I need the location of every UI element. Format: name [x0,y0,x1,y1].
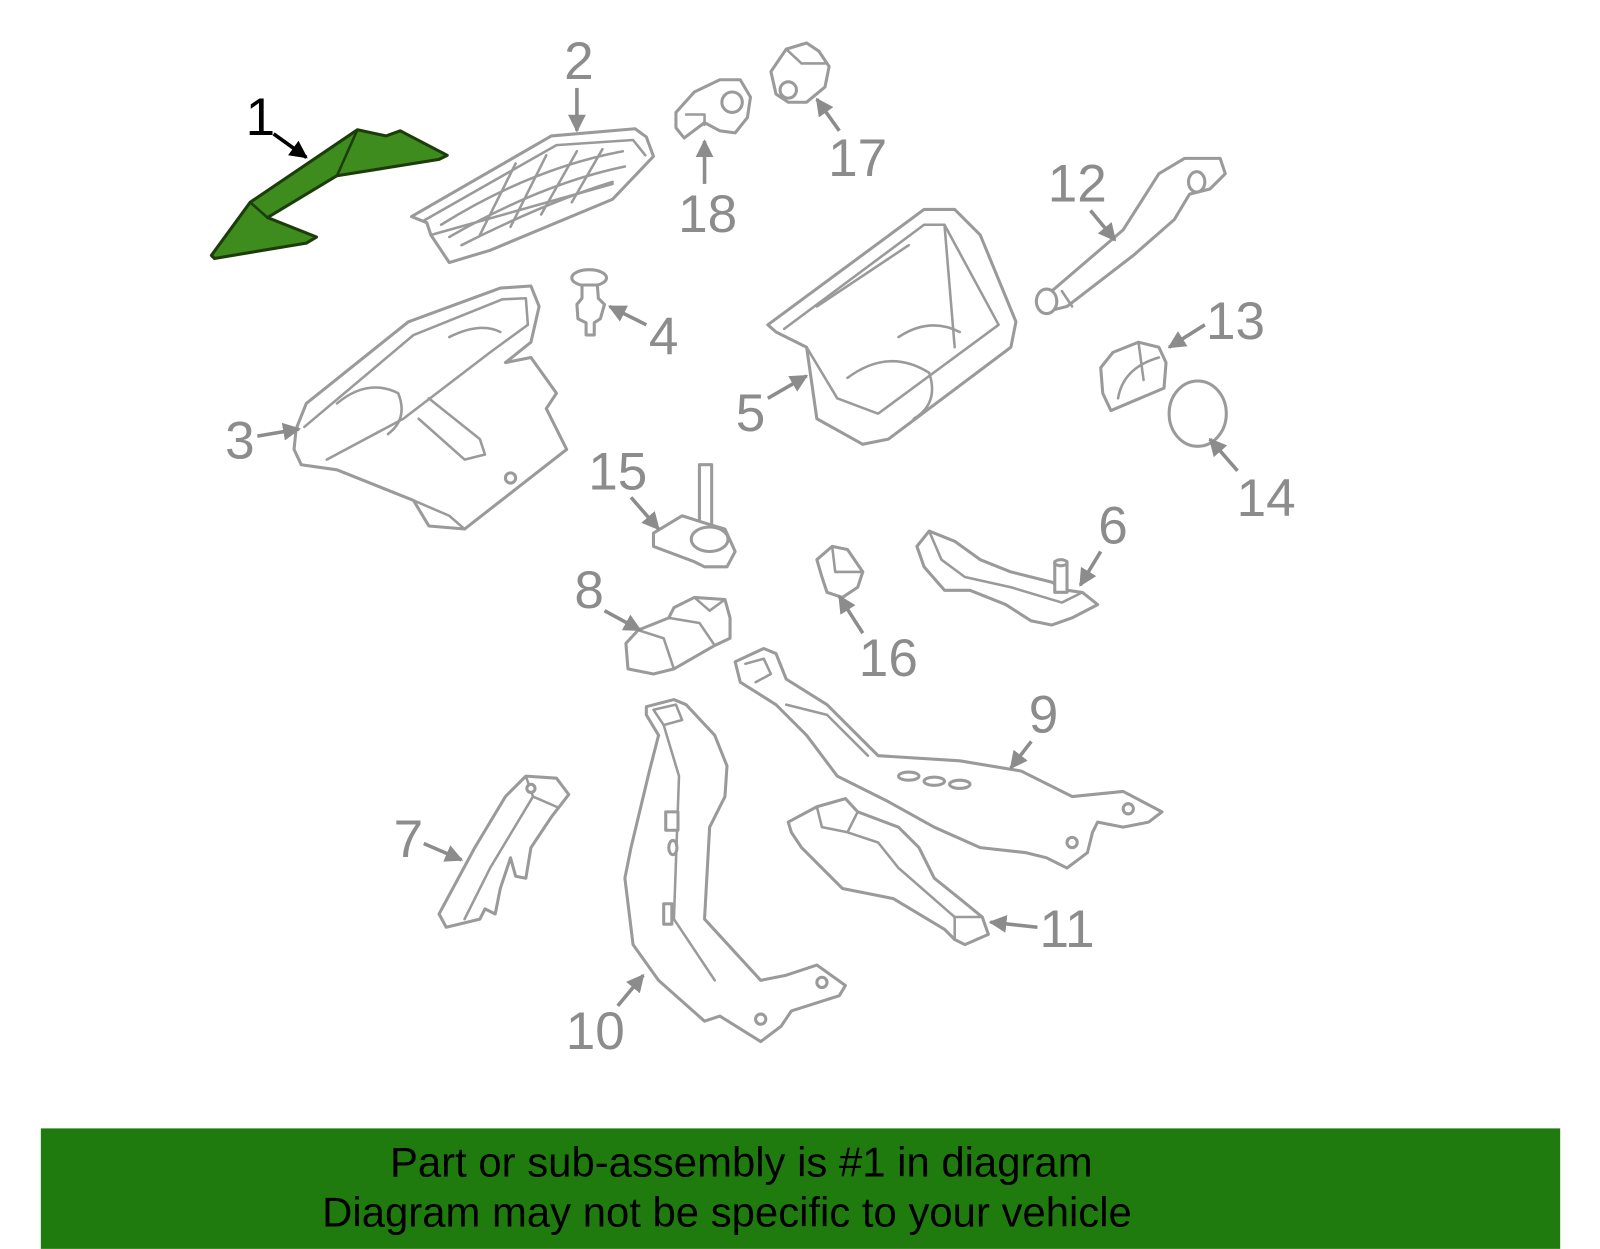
callout-4-label: 4 [649,308,679,367]
part-18-shape [674,78,753,140]
callout-3: 3 [225,412,301,471]
callout-16-arrow [837,594,865,635]
callout-18: 18 [678,139,737,244]
callout-17-arrow [815,97,841,132]
callout-8-label: 8 [574,561,604,620]
callout-1: 1 [246,88,308,159]
part-5-shape [766,207,1018,446]
info-banner-background [40,1128,1561,1249]
callout-4: 4 [607,304,679,367]
part-8-shape [624,595,732,676]
banner-line-1: Part or sub-assembly is #1 in diagram [390,1138,1093,1185]
part-11-shape [786,797,990,947]
part-17-shape [769,41,831,104]
callout-12-label: 12 [1048,154,1107,213]
callout-14-label: 14 [1237,469,1296,528]
part-1-shape [209,128,449,260]
callout-9: 9 [1009,685,1059,770]
part-12-shape [1034,156,1227,316]
callout-8: 8 [574,561,642,632]
callout-12: 12 [1048,154,1117,242]
part-2-shape [409,127,656,265]
callout-2-label: 2 [564,32,594,91]
callout-11-label: 11 [1039,900,1094,959]
callout-1-arrow [272,132,308,159]
callout-6-label: 6 [1098,496,1128,555]
part-16-shape [815,544,865,599]
callout-15-arrow [629,496,660,531]
callout-6-arrow [1078,550,1103,587]
banner-line-2: Diagram may not be specific to your vehi… [322,1188,1132,1235]
part-15-shape [651,463,737,569]
callout-10-label: 10 [566,1002,625,1061]
callout-18-label: 18 [678,185,737,244]
part-6-shape [915,529,1100,627]
callout-3-label: 3 [225,412,255,471]
callout-7-label: 7 [394,810,424,869]
callout-16: 16 [837,594,918,688]
callout-16-label: 16 [859,629,918,688]
callout-3-arrow [257,422,301,441]
part-10-shape [623,698,847,1044]
part-9-shape [733,646,1164,870]
callout-6: 6 [1078,496,1128,587]
callout-15: 15 [588,442,660,531]
callout-4-arrow [607,304,648,327]
callout-13-label: 13 [1206,292,1265,351]
callout-5: 5 [736,374,809,443]
part-13-shape [1099,340,1168,413]
callout-10-arrow [616,973,645,1008]
callout-13-arrow [1167,323,1206,349]
callout-5-label: 5 [736,384,766,443]
part-4-shape [570,268,609,337]
callout-7: 7 [394,810,464,869]
callout-11: 11 [988,900,1095,959]
callout-15-label: 15 [588,442,647,501]
callout-10: 10 [566,973,645,1061]
callout-1-label: 1 [246,88,276,147]
part-14-shape [1167,379,1228,448]
callout-17: 17 [815,97,887,188]
callout-14-arrow [1208,437,1239,473]
callout-9-label: 9 [1029,685,1059,744]
callout-11-arrow [988,914,1038,933]
callout-14: 14 [1208,437,1296,528]
callout-8-arrow [603,609,642,632]
part-3-shape [292,284,569,531]
callout-5-arrow [766,374,809,400]
info-banner: Part or sub-assembly is #1 in diagram Di… [40,1128,1561,1249]
callout-7-arrow [423,841,464,862]
callout-2: 2 [564,32,594,133]
callout-17-label: 17 [828,129,887,188]
callout-13: 13 [1167,292,1265,351]
callout-9-arrow [1009,740,1033,770]
part-7-shape [437,774,571,929]
callout-12-arrow [1089,209,1117,242]
